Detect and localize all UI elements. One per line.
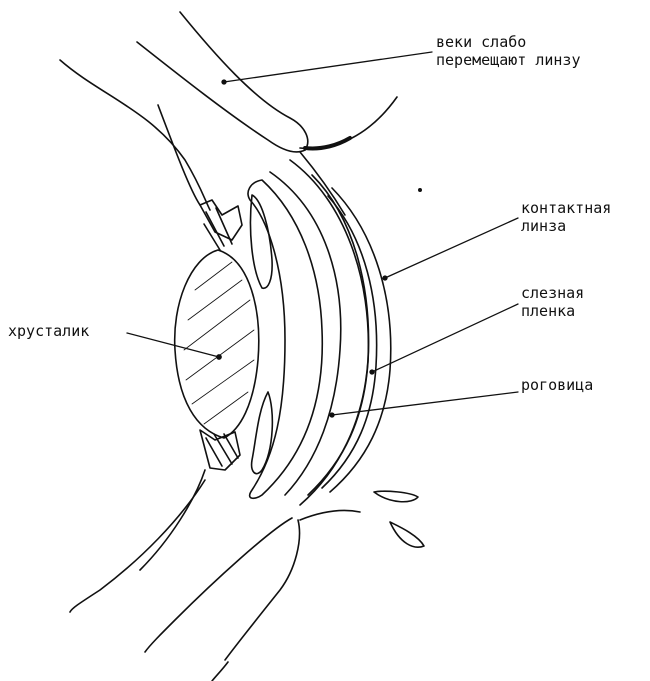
upper-eyelid-lash-fill (303, 136, 352, 151)
tear-drop-1 (373, 490, 419, 503)
upper-eyelid-inner-contour (136, 41, 306, 153)
upper-face-contour (59, 59, 211, 211)
leader-crystalline-lens-dot (216, 354, 222, 360)
tear-drops (373, 490, 425, 548)
crystalline-lens-outline (173, 249, 260, 439)
lower-eyelid-lash-curve (299, 509, 361, 521)
speck-dot (417, 188, 422, 193)
tear-film-label-line1: слезная (521, 284, 585, 302)
tear-film-label-line2: пленка (521, 302, 576, 320)
leader-tear-film-dot (369, 369, 375, 375)
tear-film-label: слезная пленка (521, 284, 584, 320)
ciliary-lower-outline (199, 429, 241, 471)
upper-eyelid-outer-contour (179, 11, 309, 151)
iris-lower (250, 391, 274, 475)
lower-eyelid (69, 479, 361, 681)
cornea-inner-edge (269, 171, 342, 496)
leader-eyelids (223, 51, 433, 83)
leader-contact-lens-dot (382, 275, 388, 281)
leader-tear-film (371, 303, 519, 373)
contact-lens-inner (321, 195, 378, 489)
lower-eyelid-lid-contour (144, 517, 293, 653)
eyelids-label-line2: перемещают линзу (436, 51, 581, 69)
leader-crystalline-lens (126, 332, 220, 358)
iris-upper (249, 194, 273, 289)
crystalline-lens-label: хрусталик (8, 322, 90, 340)
ciliary-fiber-3 (203, 223, 221, 251)
crystalline-lens-hatch (183, 261, 255, 425)
anterior-chamber (247, 179, 324, 500)
ciliary-fiber-1 (205, 211, 225, 247)
ciliary-fiber-4 (205, 437, 223, 467)
ciliary-fiber-5 (213, 433, 233, 465)
leader-cornea (331, 391, 519, 416)
cornea-label: роговица (521, 376, 594, 394)
crystalline-lens (173, 249, 260, 439)
tear-film-line (307, 174, 370, 496)
contact-lens (307, 174, 392, 496)
contact-lens-label-line1: контактная (521, 199, 612, 217)
contact-lens-outer (329, 187, 392, 493)
lower-face-contour (69, 479, 206, 613)
contact-lens-label: контактная линза (521, 199, 611, 235)
eyelids-label-line1: веки слабо (436, 33, 527, 51)
upper-eyelid (59, 11, 398, 211)
ciliary-fiber-6 (223, 433, 239, 459)
leader-eyelids-dot (221, 79, 227, 85)
contact-lens-label-line2: линза (521, 217, 567, 235)
leader-cornea-dot (329, 412, 335, 418)
sclera-outer-lower (139, 469, 206, 571)
iris (249, 194, 274, 475)
lower-face-contour-2 (211, 661, 229, 681)
eyeball-wall (139, 104, 346, 571)
sclera-outer-upper (157, 104, 201, 206)
cornea-outer-edge (289, 159, 370, 506)
eyelids-label: веки слабо перемещают линзу (436, 33, 581, 69)
sclera-wall-inner (299, 151, 346, 216)
ciliary-body (199, 199, 243, 471)
ciliary-fiber-2 (215, 207, 233, 245)
tear-drop-2 (389, 521, 425, 548)
lower-eyelid-outer-contour (224, 519, 301, 661)
leader-contact-lens (384, 217, 519, 279)
leader-lines (126, 51, 519, 418)
